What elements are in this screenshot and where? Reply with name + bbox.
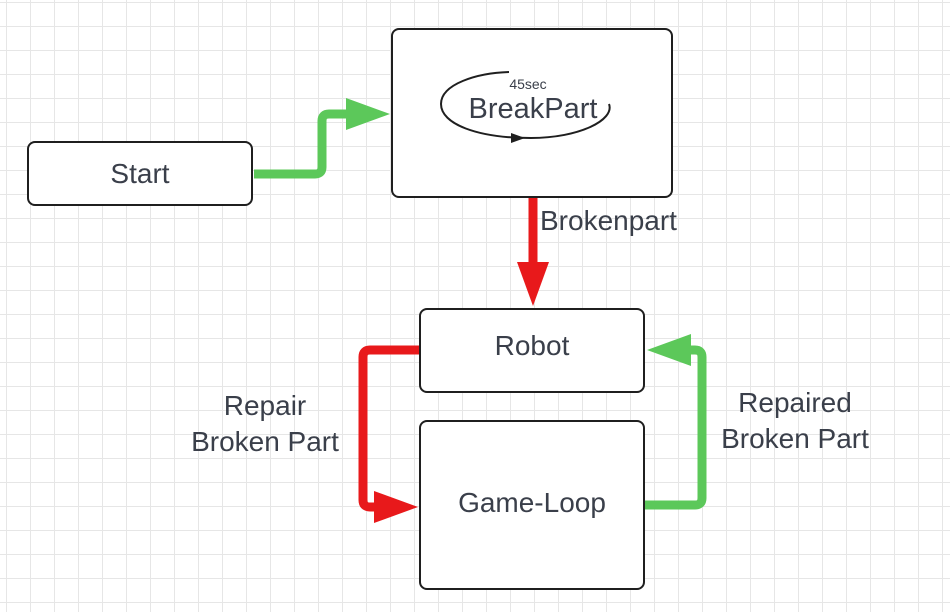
edge-label-repair: Repair Broken Part bbox=[191, 390, 339, 457]
arrowhead-gameloop bbox=[374, 491, 418, 523]
breakpart-timer: 45sec bbox=[509, 76, 546, 92]
gameloop-node-label: Game-Loop bbox=[458, 486, 606, 518]
arrowhead-breakpart bbox=[346, 98, 390, 130]
loop-indicator: 45sec BreakPart bbox=[439, 71, 611, 143]
robot-node[interactable]: Robot bbox=[419, 308, 645, 393]
loop-arrow-icon bbox=[511, 133, 525, 143]
edge-robot-to-gameloop bbox=[358, 345, 419, 512]
robot-node-label: Robot bbox=[494, 330, 570, 361]
edge-gameloop-to-robot bbox=[645, 345, 707, 510]
arrowhead-robot bbox=[517, 262, 549, 306]
start-node[interactable]: Start bbox=[27, 141, 253, 206]
arrowhead-robot-return bbox=[647, 334, 691, 366]
edge-start-to-breakpart bbox=[254, 109, 350, 179]
edge-label-repaired: Repaired Broken Part bbox=[721, 387, 869, 454]
start-node-label: Start bbox=[110, 157, 170, 189]
loop-arc-icon bbox=[439, 71, 611, 140]
breakpart-node[interactable]: 45sec BreakPart bbox=[391, 28, 673, 198]
edge-label-brokenpart: Brokenpart bbox=[540, 205, 677, 236]
breakpart-node-label: BreakPart bbox=[469, 93, 598, 125]
gameloop-node[interactable]: Game-Loop bbox=[419, 420, 645, 590]
